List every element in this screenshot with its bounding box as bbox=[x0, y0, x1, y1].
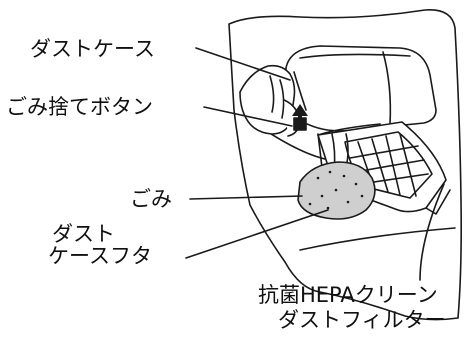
label-dust-case-lid-line1: ダスト bbox=[52, 222, 115, 246]
hand-outline bbox=[239, 64, 296, 135]
label-dust-case-lid-line2: ケースフタ bbox=[48, 244, 152, 268]
label-filter-line1: 抗菌HEPAクリーン bbox=[258, 283, 438, 307]
dust-speck bbox=[320, 194, 324, 198]
bag-fold-line bbox=[299, 227, 456, 251]
dust-speck bbox=[326, 206, 330, 210]
leader-line-dust bbox=[189, 195, 303, 200]
hand-finger bbox=[279, 79, 285, 119]
hand-finger bbox=[269, 75, 275, 113]
dust-speck bbox=[328, 170, 332, 174]
dust-speck bbox=[334, 188, 338, 192]
label-dust: ごみ bbox=[130, 187, 172, 211]
label-dust-case: ダストケース bbox=[30, 37, 155, 61]
dust-speck bbox=[342, 174, 346, 178]
dust-case-grip bbox=[293, 71, 307, 111]
dust-speck bbox=[316, 176, 320, 180]
label-filter-line2: ダストフィルター bbox=[278, 308, 446, 332]
leader-line-lid bbox=[185, 209, 329, 259]
lid-edge bbox=[425, 189, 451, 215]
bag-outline bbox=[228, 9, 462, 321]
filter-grid-line bbox=[371, 138, 389, 193]
filter-grid-line bbox=[399, 133, 417, 197]
dust-case-ridge bbox=[382, 51, 392, 125]
dump-button-arrow bbox=[292, 104, 308, 120]
dust-speck bbox=[346, 200, 350, 204]
dust-case-top-edge bbox=[299, 53, 411, 59]
leader-line-dump-button bbox=[203, 106, 293, 127]
filter-grid-line bbox=[349, 145, 419, 159]
dust-speck bbox=[360, 194, 364, 198]
lid-hinge bbox=[317, 123, 381, 136]
dust-speck bbox=[354, 182, 358, 186]
leader-line-dust-case bbox=[195, 47, 291, 81]
dust-case-body bbox=[285, 45, 437, 132]
dust-speck bbox=[308, 202, 312, 206]
label-dump-button: ごみ捨てボタン bbox=[6, 95, 153, 119]
leader-line-filter bbox=[419, 183, 445, 281]
filter-grid-line bbox=[354, 159, 425, 173]
